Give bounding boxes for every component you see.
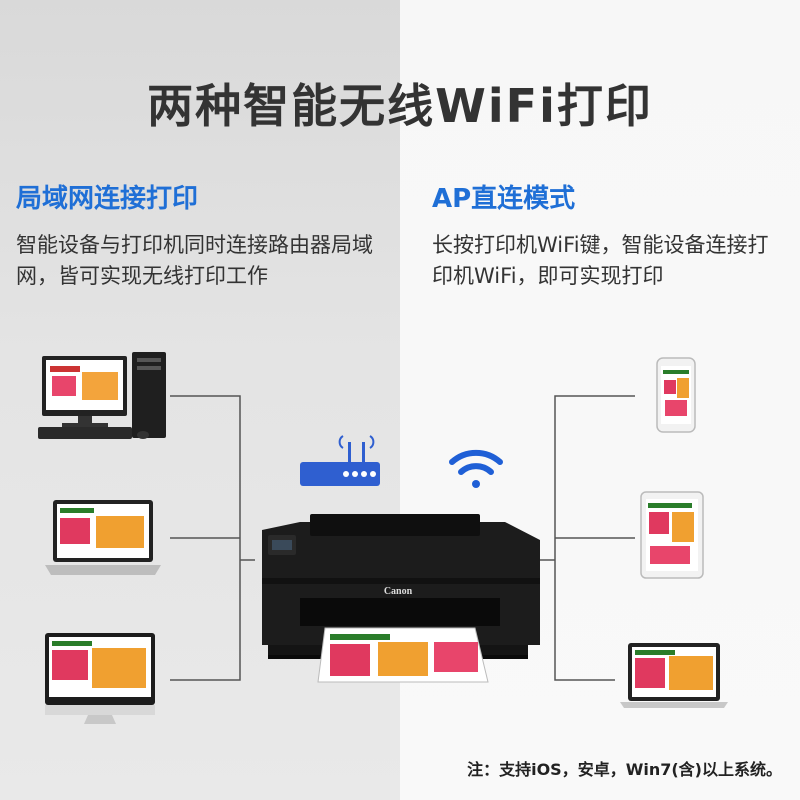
smartphone-icon — [656, 357, 696, 433]
lan-mode-heading: 局域网连接打印 — [16, 184, 199, 214]
page-title: 两种智能无线WiFi打印 — [147, 79, 653, 133]
imac-icon — [45, 633, 155, 724]
tablet-icon — [640, 491, 704, 579]
router-icon — [300, 435, 380, 486]
lan-mode-description: 智能设备与打印机同时连接路由器局域网，皆可实现无线打印工作 — [16, 233, 373, 288]
laptop-icon — [45, 500, 161, 575]
ap-mode-heading: AP直连模式 — [432, 184, 576, 214]
right-connector-lines — [540, 395, 635, 681]
desktop-computer-icon — [38, 352, 166, 439]
ap-mode-description: 长按打印机WiFi键，智能设备连接打印机WiFi，即可实现打印 — [432, 233, 769, 288]
left-connector-lines — [170, 395, 255, 681]
macbook-icon — [620, 643, 728, 708]
system-support-note: 注：支持iOS，安卓，Win7(含)以上系统。 — [467, 760, 782, 779]
printer-brand-label: Canon — [384, 586, 413, 597]
printer-icon: Canon — [262, 514, 540, 683]
wifi-icon — [449, 449, 503, 488]
